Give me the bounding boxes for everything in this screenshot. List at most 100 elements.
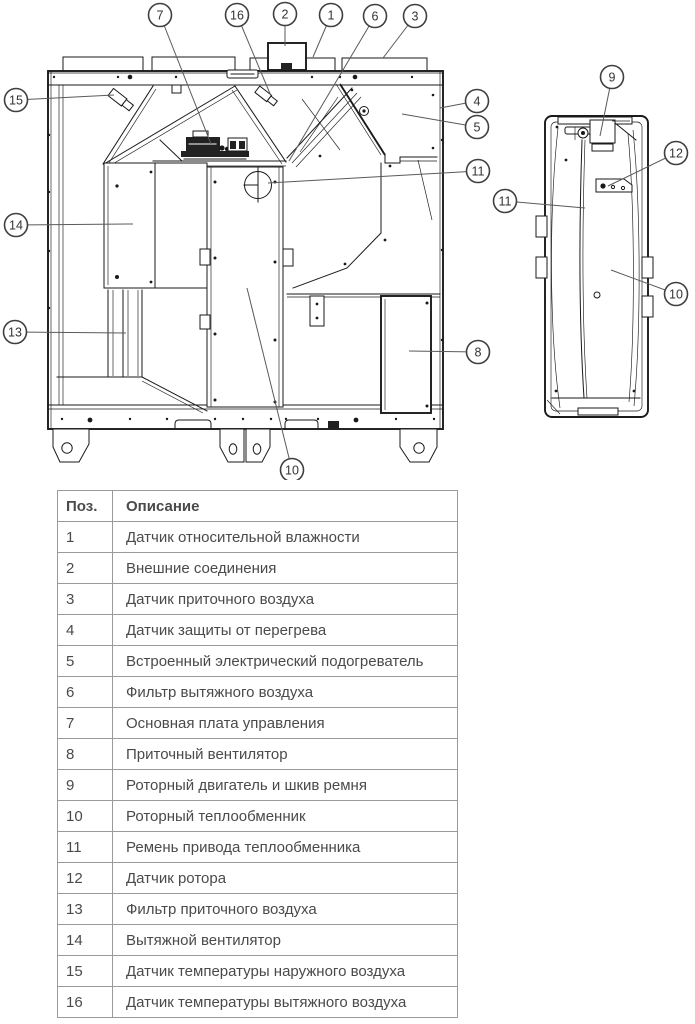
description-cell: Роторный теплообменник bbox=[112, 800, 458, 832]
callout-circle bbox=[362, 3, 388, 29]
callout-10: 10 bbox=[663, 281, 689, 307]
rotor-sensor-bracket bbox=[595, 178, 633, 193]
rotor-panel bbox=[199, 166, 294, 408]
heater-panel bbox=[350, 88, 438, 164]
callout-circle bbox=[464, 114, 490, 140]
base-rail-and-feet bbox=[47, 417, 444, 463]
callout-number: 16 bbox=[230, 8, 244, 22]
description-cell: Вытяжной вентилятор bbox=[112, 924, 458, 956]
pos-cell: 15 bbox=[57, 955, 113, 987]
callout-circle bbox=[492, 188, 518, 214]
callout-number: 14 bbox=[9, 218, 23, 232]
callout-leader-14 bbox=[15, 223, 134, 226]
callout-6: 6 bbox=[362, 3, 388, 29]
callout-number: 1 bbox=[328, 8, 335, 22]
description-cell: Встроенный электрический подогреватель bbox=[112, 645, 458, 677]
duct-connections bbox=[62, 56, 428, 72]
callout-8: 8 bbox=[465, 339, 491, 365]
callout-leader-5 bbox=[401, 113, 478, 128]
description-cell: Ремень привода теплообменника bbox=[112, 831, 458, 863]
side-view-body bbox=[544, 115, 649, 418]
callout-leader-6 bbox=[288, 15, 376, 162]
description-cell: Роторный двигатель и шкив ремня bbox=[112, 769, 458, 801]
callout-circle bbox=[465, 158, 491, 184]
callout-15: 15 bbox=[3, 87, 29, 113]
callout-1: 1 bbox=[318, 2, 344, 28]
pos-cell: 10 bbox=[57, 800, 113, 832]
pos-cell: 4 bbox=[57, 614, 113, 646]
callout-11: 11 bbox=[492, 188, 518, 214]
pos-cell: 1 bbox=[57, 521, 113, 553]
description-cell: Датчик температуры наружного воздуха bbox=[112, 955, 458, 987]
callout-11: 11 bbox=[465, 158, 491, 184]
callout-leader-11 bbox=[267, 170, 479, 184]
table-header-row: Поз. Описание bbox=[57, 490, 458, 522]
callout-circle bbox=[465, 339, 491, 365]
callout-number: 11 bbox=[499, 194, 512, 208]
callout-number: 10 bbox=[285, 463, 299, 477]
callout-2: 2 bbox=[272, 1, 298, 27]
outdoor-temp-sensor bbox=[107, 87, 135, 112]
description-cell: Датчик относительной влажности bbox=[112, 521, 458, 553]
description-cell: Датчик ротора bbox=[112, 862, 458, 894]
callout-12: 12 bbox=[663, 140, 689, 166]
callout-leader-16 bbox=[236, 14, 272, 97]
callout-number: 3 bbox=[412, 9, 419, 23]
side-view-tabs bbox=[535, 215, 654, 318]
callout-4: 4 bbox=[464, 88, 490, 114]
description-cell: Внешние соединения bbox=[112, 552, 458, 584]
callout-number: 8 bbox=[475, 345, 482, 359]
pos-cell: 12 bbox=[57, 862, 113, 894]
callout-circle bbox=[663, 281, 689, 307]
description-cell: Основная плата управления bbox=[112, 707, 458, 739]
description-cell: Датчик температуры вытяжного воздуха bbox=[112, 986, 458, 1018]
callout-circle bbox=[402, 3, 428, 29]
callout-10: 10 bbox=[279, 457, 305, 480]
callout-16: 16 bbox=[224, 2, 250, 28]
pos-cell: 13 bbox=[57, 893, 113, 925]
callout-circle bbox=[279, 457, 305, 480]
callout-number: 11 bbox=[472, 164, 485, 178]
callout-leader-7 bbox=[159, 14, 212, 145]
supply-fan-panel bbox=[380, 295, 432, 414]
extract-temp-sensor bbox=[254, 85, 279, 107]
pos-cell: 6 bbox=[57, 676, 113, 708]
drive-belt bbox=[579, 139, 588, 399]
description-cell: Фильтр вытяжного воздуха bbox=[112, 676, 458, 708]
rotor-center-detail bbox=[243, 167, 272, 203]
callout-number: 7 bbox=[157, 8, 164, 22]
callout-14: 14 bbox=[3, 212, 29, 238]
callout-number: 12 bbox=[669, 146, 683, 160]
description-cell: Датчик приточного воздуха bbox=[112, 583, 458, 615]
callout-circle bbox=[2, 319, 28, 345]
extract-filter-duct bbox=[286, 83, 386, 168]
callout-leader-13 bbox=[14, 331, 127, 334]
callout-number: 5 bbox=[474, 120, 481, 134]
callout-circle bbox=[318, 2, 344, 28]
header-description: Описание bbox=[112, 490, 458, 522]
callout-leader-15 bbox=[15, 94, 115, 101]
pos-cell: 3 bbox=[57, 583, 113, 615]
callout-leader-10 bbox=[246, 287, 293, 471]
callout-circle bbox=[272, 1, 298, 27]
callout-number: 2 bbox=[282, 7, 289, 21]
callout-circle bbox=[3, 212, 29, 238]
callout-circle bbox=[3, 87, 29, 113]
pos-cell: 7 bbox=[57, 707, 113, 739]
callout-circle bbox=[147, 2, 173, 28]
rotor-motor bbox=[574, 119, 637, 152]
